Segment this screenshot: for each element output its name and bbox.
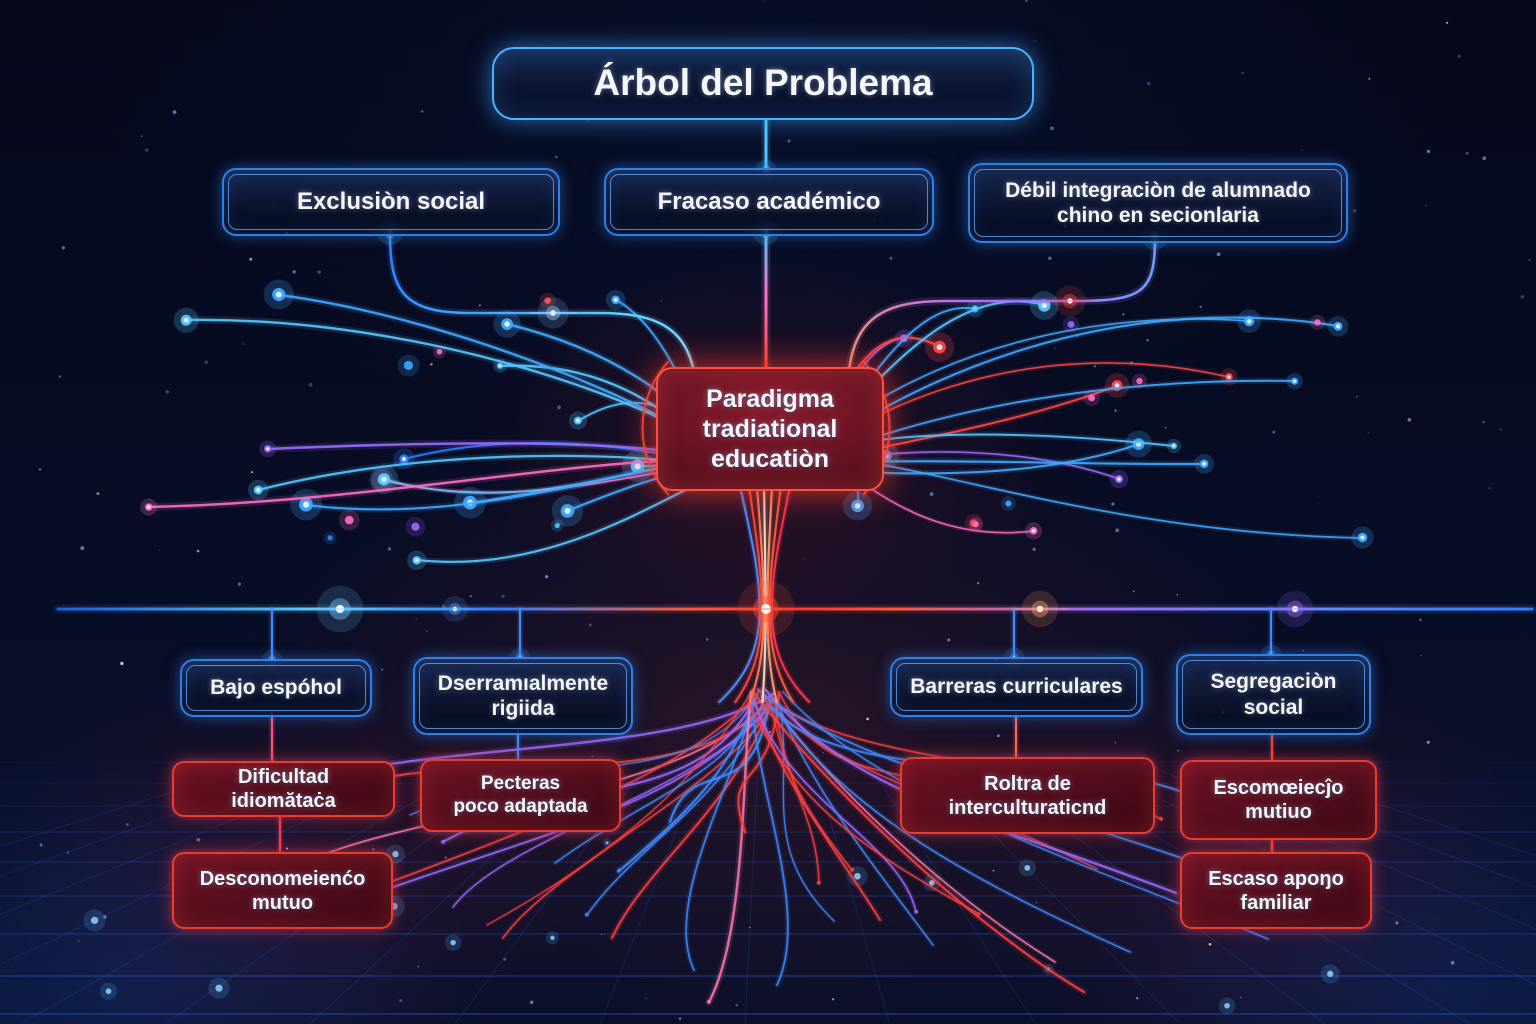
- cause-label: Dserramıalmente rigiida: [437, 671, 609, 720]
- cause-box-barreras-curriculares: Barreras curriculares: [890, 657, 1143, 717]
- connector-lines: [53, 111, 1536, 857]
- effect-box-fracaso-academico: Fracaso académico: [604, 168, 934, 236]
- cause-label: Dificultad idiomătaċa: [231, 766, 336, 812]
- diagram-title-box: Árbol del Problema: [492, 47, 1034, 120]
- cause-box-desconocimiento-mutuo-derecha: Escomœiecĵo mutiuo: [1180, 760, 1377, 840]
- cause-box-segregacion-social: Segregaciòn social: [1176, 654, 1371, 735]
- cause-box-estructura-rigida: Dserramıalmente rigiida: [413, 657, 633, 735]
- cause-box-pecteras-poco-adaptada: Pecteras poco adaptada: [420, 759, 621, 832]
- cause-box-falta-interculturalidad: Roltra de interculturaticnd: [900, 757, 1155, 834]
- effect-label: Fracaso académico: [657, 187, 881, 215]
- cause-label: Escomœiecĵo mutiuo: [1213, 777, 1344, 823]
- cause-label: Segregaciòn social: [1210, 670, 1337, 719]
- cause-label: Pecteras poco adaptada: [453, 772, 588, 817]
- effect-label: Débil integraciòn de alumnado chino en s…: [1005, 178, 1311, 227]
- effect-label: Exclusiòn social: [296, 187, 486, 215]
- core-problem-box: Paradigma tradiational educatiòn: [656, 367, 884, 491]
- diagram-title: Árbol del Problema: [593, 62, 933, 104]
- cause-box-desconocimiento-mutuo: Desconomeienćo mutuo: [172, 852, 393, 929]
- cause-label: Escaso apoŋo familiar: [1208, 867, 1344, 914]
- cause-box-escaso-apoyo-familiar: Escaso apoŋo familiar: [1180, 852, 1372, 929]
- cause-label: Desconomeienćo mutuo: [199, 867, 366, 914]
- cause-label: Barreras curriculares: [910, 675, 1123, 699]
- cause-box-dificultad-idiomatica: Dificultad idiomătaċa: [172, 761, 395, 817]
- core-problem-label: Paradigma tradiational educatiòn: [702, 385, 838, 473]
- effect-box-exclusion-social: Exclusiòn social: [222, 168, 560, 236]
- effect-box-debil-integracion: Débil integraciòn de alumnado chino en s…: [968, 163, 1348, 243]
- cause-label: Roltra de interculturaticnd: [948, 772, 1107, 819]
- cause-box-bajo-espanol: Bajo espóhol: [180, 659, 372, 717]
- cause-label: Bajo espóhol: [210, 676, 342, 700]
